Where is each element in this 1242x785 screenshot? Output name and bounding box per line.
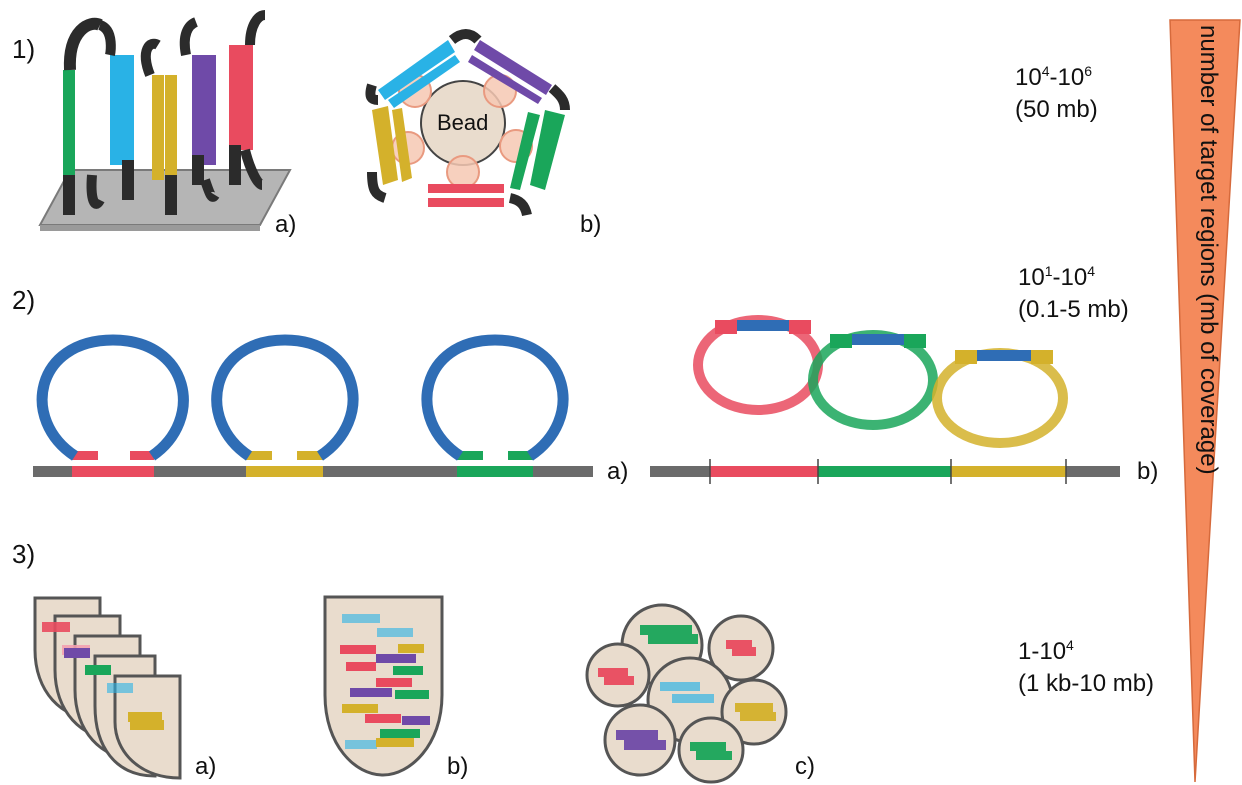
array-probe-green — [63, 17, 103, 215]
droplet-panel — [585, 603, 788, 784]
axis-label: number of target regions (mb of coverage… — [1195, 25, 1222, 475]
coverage-tier-2: 101-104 (0.1-5 mb) — [1018, 263, 1129, 324]
array-probe-yellow — [140, 38, 177, 215]
bead-panel — [365, 29, 570, 217]
array-probe-blue — [86, 20, 134, 209]
array-probe-red — [229, 10, 266, 190]
bead-label: Bead — [437, 110, 489, 135]
coverage-tier-3: 1-104 (1 kb-10 mb) — [1018, 637, 1155, 698]
microarray-panel — [38, 10, 292, 231]
hybrid-capture-panel — [33, 334, 593, 477]
mip-panel — [650, 315, 1120, 484]
coverage-tier-1: 104-106 (50 mb) — [1015, 63, 1098, 124]
bead-probe-links — [365, 29, 570, 217]
panel-3c-label: c) — [795, 753, 815, 780]
section-1-label: 1) — [12, 34, 36, 64]
cells-stack-panel — [33, 596, 182, 780]
section-2-label: 2) — [12, 285, 36, 315]
panel-2b-label: b) — [1137, 458, 1159, 485]
panel-1b-label: b) — [580, 211, 602, 238]
coverage-wedge — [1169, 19, 1241, 783]
panel-3a-label: a) — [195, 753, 217, 780]
panel-3b-label: b) — [447, 753, 469, 780]
panel-2a-label: a) — [607, 458, 629, 485]
panel-1a-label: a) — [275, 211, 297, 238]
array-probe-purple — [179, 17, 220, 202]
tube-panel — [323, 595, 444, 777]
section-3-label: 3) — [12, 539, 36, 569]
